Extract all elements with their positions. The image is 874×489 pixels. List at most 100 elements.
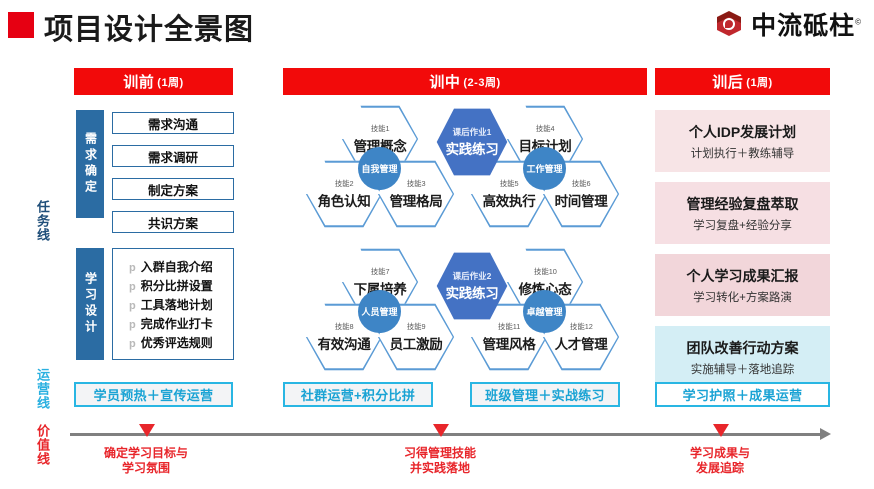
skill-group: 技能1 管理概念 技能2 角色认知 技能3 管理格局 自我管理 bbox=[305, 105, 455, 230]
pre-demand-item[interactable]: 制定方案 bbox=[112, 178, 234, 200]
list-item-label: 工具落地计划 bbox=[140, 297, 213, 312]
bullet-icon: p bbox=[129, 318, 136, 331]
skill-number: 技能5 bbox=[499, 179, 519, 188]
skill-group: 技能7 下属培养 技能8 有效沟通 技能9 员工激励 人员管理 bbox=[305, 248, 455, 373]
skill-name: 员工激励 bbox=[389, 337, 443, 352]
skill-name: 高效执行 bbox=[482, 194, 536, 209]
list-item-label: 积分比拼设置 bbox=[140, 278, 213, 293]
bullet-icon: p bbox=[129, 299, 136, 312]
skill-group-core: 卓越管理 bbox=[523, 290, 566, 333]
milestone-marker-icon bbox=[139, 424, 155, 437]
pre-demand-item[interactable]: 需求沟通 bbox=[112, 112, 234, 134]
value-timeline-arrow-icon bbox=[820, 428, 831, 440]
pre-design-tag: 学习设计 bbox=[76, 248, 104, 360]
axis-label-value: 价值线 bbox=[35, 424, 50, 466]
homework-hexagon[interactable]: 课后作业2 实践练习 bbox=[436, 252, 508, 320]
post-card[interactable]: 个人学习成果汇报 学习转化+方案路演 bbox=[655, 254, 830, 316]
milestone-caption-line1: 习得管理技能 bbox=[403, 446, 476, 460]
list-item: p 优秀评选规则 bbox=[129, 334, 213, 351]
skill-group-core: 人员管理 bbox=[358, 290, 401, 333]
skill-number: 技能6 bbox=[571, 179, 591, 188]
post-card-title: 个人IDP发展计划 bbox=[688, 123, 797, 140]
column-header-post: 训后 (1周) bbox=[655, 68, 830, 95]
page-title: 项目设计全景图 bbox=[44, 14, 255, 46]
milestone-caption: 习得管理技能 并实践落地 bbox=[365, 446, 515, 476]
list-item: p 入群自我介绍 bbox=[129, 258, 213, 275]
milestone-marker-icon bbox=[433, 424, 449, 437]
bullet-icon: p bbox=[129, 337, 136, 350]
post-card-title: 管理经验复盘萃取 bbox=[686, 195, 799, 212]
skill-number: 技能9 bbox=[406, 322, 426, 331]
homework-number: 课后作业2 bbox=[452, 271, 492, 281]
homework-name: 实践练习 bbox=[445, 142, 499, 157]
post-card-title: 个人学习成果汇报 bbox=[686, 267, 799, 284]
axis-label-operation: 运营线 bbox=[35, 368, 50, 410]
operation-box[interactable]: 学习护照＋成果运营 bbox=[655, 382, 830, 407]
column-header-post-title: 训后 bbox=[712, 74, 744, 91]
axis-label-task: 任务线 bbox=[35, 200, 50, 242]
pre-demand-tag: 需求确定 bbox=[76, 110, 104, 218]
post-card-subtitle: 计划执行＋教练辅导 bbox=[690, 147, 795, 160]
milestone-caption: 学习成果与 发展追踪 bbox=[645, 446, 795, 476]
post-card-subtitle: 学习复盘+经验分享 bbox=[693, 219, 792, 232]
post-card-subtitle: 实施辅导＋落地追踪 bbox=[690, 363, 795, 376]
column-header-post-duration: (1周) bbox=[746, 76, 773, 89]
skill-number: 技能1 bbox=[370, 124, 390, 133]
brand-name: 中流砥柱© bbox=[751, 6, 862, 42]
skill-group: 技能10 修炼心态 技能11 管理风格 技能12 人才管理 卓越管理 bbox=[470, 248, 620, 373]
skill-number: 技能11 bbox=[497, 322, 521, 331]
milestone-caption-line2: 发展追踪 bbox=[695, 461, 744, 475]
post-card[interactable]: 管理经验复盘萃取 学习复盘+经验分享 bbox=[655, 182, 830, 244]
post-card[interactable]: 团队改善行动方案 实施辅导＋落地追踪 bbox=[655, 326, 830, 388]
skill-number: 技能7 bbox=[370, 267, 390, 276]
skill-number: 技能4 bbox=[535, 124, 555, 133]
milestone-caption-line1: 确定学习目标与 bbox=[103, 446, 188, 460]
column-header-pre-title: 训前 bbox=[123, 74, 155, 91]
column-header-mid-title: 训中 bbox=[429, 74, 461, 91]
list-item: p 完成作业打卡 bbox=[129, 315, 213, 332]
milestone-marker-icon bbox=[713, 424, 729, 437]
operation-box[interactable]: 社群运营+积分比拼 bbox=[283, 382, 433, 407]
list-item: p 工具落地计划 bbox=[129, 296, 213, 313]
operation-box[interactable]: 学员预热＋宣传运营 bbox=[74, 382, 233, 407]
brand-logo: 中流砥柱© bbox=[714, 8, 862, 40]
skill-group: 技能4 目标计划 技能5 高效执行 技能6 时间管理 工作管理 bbox=[470, 105, 620, 230]
milestone-caption-line2: 并实践落地 bbox=[409, 461, 470, 475]
skill-number: 技能3 bbox=[406, 179, 426, 188]
milestone-caption-line1: 学习成果与 bbox=[689, 446, 750, 460]
skill-name: 管理格局 bbox=[389, 194, 443, 209]
list-item-label: 优秀评选规则 bbox=[140, 335, 213, 350]
bullet-icon: p bbox=[129, 261, 136, 274]
post-card[interactable]: 个人IDP发展计划 计划执行＋教练辅导 bbox=[655, 110, 830, 172]
pre-demand-item[interactable]: 需求调研 bbox=[112, 145, 234, 167]
skill-name: 有效沟通 bbox=[317, 337, 371, 352]
skill-number: 技能12 bbox=[569, 322, 593, 331]
trademark-icon: © bbox=[855, 17, 862, 27]
list-item: p 积分比拼设置 bbox=[129, 277, 213, 294]
skill-number: 技能2 bbox=[334, 179, 354, 188]
skill-group-core: 自我管理 bbox=[358, 147, 401, 190]
homework-name: 实践练习 bbox=[445, 286, 499, 301]
homework-hexagon[interactable]: 课后作业1 实践练习 bbox=[436, 108, 508, 176]
list-item-label: 入群自我介绍 bbox=[140, 259, 213, 274]
skill-name: 角色认知 bbox=[317, 194, 371, 209]
skill-number: 技能10 bbox=[533, 267, 557, 276]
homework-number: 课后作业1 bbox=[452, 127, 492, 137]
skill-name: 时间管理 bbox=[554, 194, 608, 209]
skill-number: 技能8 bbox=[334, 322, 354, 331]
brand-name-text: 中流砥柱 bbox=[751, 12, 856, 40]
pre-demand-item[interactable]: 共识方案 bbox=[112, 211, 234, 233]
column-header-pre: 训前 (1周) bbox=[74, 68, 233, 95]
bullet-icon: p bbox=[129, 280, 136, 293]
column-header-mid: 训中 (2-3周) bbox=[283, 68, 647, 95]
post-card-subtitle: 学习转化+方案路演 bbox=[693, 291, 792, 304]
header-accent-block bbox=[8, 12, 34, 38]
operation-box[interactable]: 班级管理＋实战练习 bbox=[470, 382, 620, 407]
column-header-mid-duration: (2-3周) bbox=[463, 76, 501, 89]
milestone-caption: 确定学习目标与 学习氛围 bbox=[71, 446, 221, 476]
list-item-label: 完成作业打卡 bbox=[140, 316, 213, 331]
skill-name: 人才管理 bbox=[554, 337, 608, 352]
brand-mark-icon bbox=[714, 9, 744, 39]
pre-design-list: p 入群自我介绍 p 积分比拼设置 p 工具落地计划 p 完成作业打卡 p 优秀… bbox=[112, 248, 234, 360]
page-header: 项目设计全景图 中流砥柱© bbox=[0, 0, 874, 52]
